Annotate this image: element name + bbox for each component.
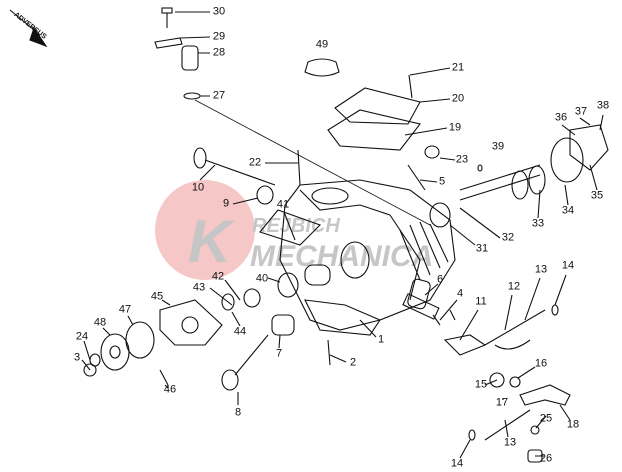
part-label-33[interactable]: 33 [531, 217, 545, 230]
part-label-44[interactable]: 44 [233, 325, 247, 338]
part-label-16[interactable]: 16 [534, 357, 548, 370]
part-label-14[interactable]: 14 [561, 259, 575, 272]
part-label-26[interactable]: 26 [539, 452, 553, 465]
watermark-logo: K REJBICH MECHANICA [155, 180, 433, 280]
part-label-14-lower[interactable]: 14 [450, 457, 464, 470]
part-label-17[interactable]: 17 [495, 396, 509, 409]
part-label-13[interactable]: 13 [534, 263, 548, 276]
part-label-28[interactable]: 28 [212, 46, 226, 59]
part-label-45[interactable]: 45 [150, 290, 164, 303]
parts-outline [9, 7, 609, 463]
part-label-6[interactable]: 6 [436, 273, 444, 286]
part-label-25[interactable]: 25 [539, 412, 553, 425]
part-label-30[interactable]: 30 [212, 5, 226, 18]
part-label-19[interactable]: 19 [448, 121, 462, 134]
part-label-35[interactable]: 35 [590, 189, 604, 202]
part-label-36[interactable]: 36 [554, 111, 568, 124]
part-label-22[interactable]: 22 [248, 156, 262, 169]
part-label-39[interactable]: 39 [491, 140, 505, 153]
part-label-8[interactable]: 8 [234, 406, 242, 419]
svg-text:REJBICH: REJBICH [252, 215, 340, 237]
part-label-1[interactable]: 1 [377, 333, 385, 346]
direction-arrow-icon [9, 9, 48, 48]
part-label-27[interactable]: 27 [212, 89, 226, 102]
part-label-29[interactable]: 29 [212, 30, 226, 43]
part-label-23[interactable]: 23 [455, 153, 469, 166]
part-label-48[interactable]: 48 [93, 316, 107, 329]
part-label-40[interactable]: 40 [255, 272, 269, 285]
part-label-11[interactable]: 11 [475, 295, 487, 308]
svg-text:K: K [188, 208, 235, 275]
part-label-42[interactable]: 42 [211, 270, 225, 283]
part-label-32[interactable]: 32 [501, 231, 515, 244]
part-label-3[interactable]: 3 [73, 351, 81, 364]
part-label-13-lower[interactable]: 13 [503, 436, 517, 449]
part-label-34[interactable]: 34 [561, 204, 575, 217]
part-label-12[interactable]: 12 [507, 280, 521, 293]
part-label-38[interactable]: 38 [596, 99, 610, 112]
part-label-18[interactable]: 18 [566, 418, 580, 431]
part-label-21[interactable]: 21 [451, 61, 465, 74]
part-label-47[interactable]: 47 [118, 303, 132, 316]
part-label-49[interactable]: 49 [315, 38, 329, 51]
part-label-43[interactable]: 43 [192, 281, 206, 294]
part-label-9[interactable]: 9 [222, 197, 230, 210]
part-label-10[interactable]: 10 [191, 181, 205, 194]
part-label-24[interactable]: 24 [75, 330, 89, 343]
part-label-20[interactable]: 20 [451, 92, 465, 105]
part-label-41[interactable]: 41 [276, 198, 290, 211]
part-label-5[interactable]: 5 [438, 175, 446, 188]
part-label-4[interactable]: 4 [456, 287, 464, 300]
part-label-7[interactable]: 7 [275, 347, 283, 360]
part-label-37[interactable]: 37 [574, 105, 588, 118]
part-label-31[interactable]: 31 [475, 242, 489, 255]
part-label-2[interactable]: 2 [349, 356, 357, 369]
part-label-15[interactable]: 15 [474, 378, 488, 391]
part-label-46[interactable]: 46 [163, 383, 177, 396]
